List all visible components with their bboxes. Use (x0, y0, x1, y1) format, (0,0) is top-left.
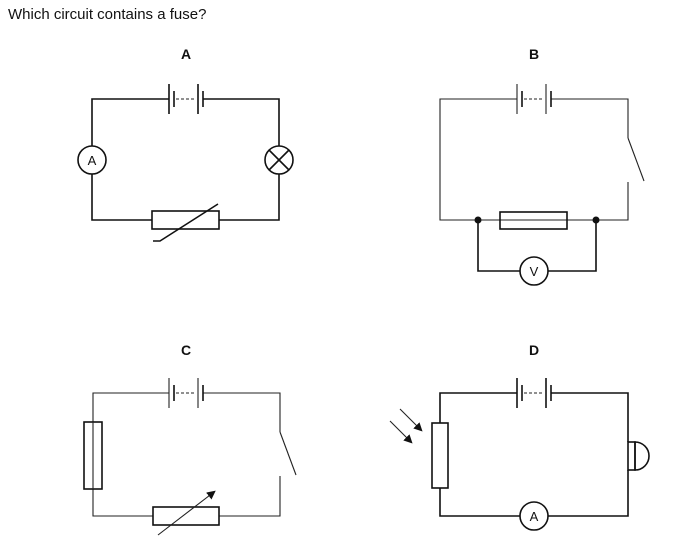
ammeter-icon: A (519, 501, 549, 531)
circuit-d-wire (439, 392, 517, 423)
bell-icon (627, 441, 650, 471)
circuit-b-wire (439, 98, 629, 221)
circuit-c-label: C (181, 342, 191, 358)
voltmeter-icon: V (519, 256, 549, 286)
circuit-d-label: D (529, 342, 539, 358)
ammeter-icon: A (77, 145, 107, 175)
circuit-a-wire (219, 174, 280, 221)
circuit-a: A A (77, 46, 294, 242)
circuit-b: B V (439, 46, 645, 286)
light-dependent-resistor-icon (389, 408, 449, 489)
circuit-b-label: B (529, 46, 539, 62)
ammeter-symbol: A (530, 509, 539, 524)
circuit-b-wire (477, 220, 520, 272)
circuit-d-wire (439, 488, 520, 517)
fuse-icon (83, 421, 103, 490)
switch-icon (627, 137, 645, 182)
circuit-d: D A (389, 342, 650, 531)
lamp-icon (264, 145, 294, 175)
variable-resistor-icon (152, 490, 220, 536)
circuit-a-wire (203, 98, 280, 146)
question-text: Which circuit contains a fuse? (8, 6, 207, 23)
battery-icon (516, 84, 552, 114)
circuit-b-wire (551, 98, 629, 138)
junction-dot (592, 216, 600, 224)
voltmeter-symbol: V (530, 264, 539, 279)
circuit-d-wire (551, 392, 629, 442)
battery-icon (516, 378, 552, 408)
switch-icon (279, 431, 297, 476)
circuit-c-wire (92, 489, 153, 517)
circuit-a-wire (91, 98, 169, 146)
battery-icon (168, 84, 204, 114)
circuit-d-wire (548, 470, 629, 517)
thermistor-icon (151, 203, 220, 242)
circuit-c-wire (203, 392, 281, 432)
battery-icon (168, 378, 204, 408)
ammeter-symbol: A (88, 153, 97, 168)
junction-dot (474, 216, 482, 224)
circuit-c: C (83, 342, 297, 536)
resistor-icon (499, 211, 568, 230)
circuit-a-wire (91, 174, 152, 221)
circuit-a-label: A (181, 46, 191, 62)
circuit-c-wire (92, 392, 169, 422)
circuit-b-wire (548, 220, 597, 272)
circuit-c-wire (219, 476, 281, 517)
